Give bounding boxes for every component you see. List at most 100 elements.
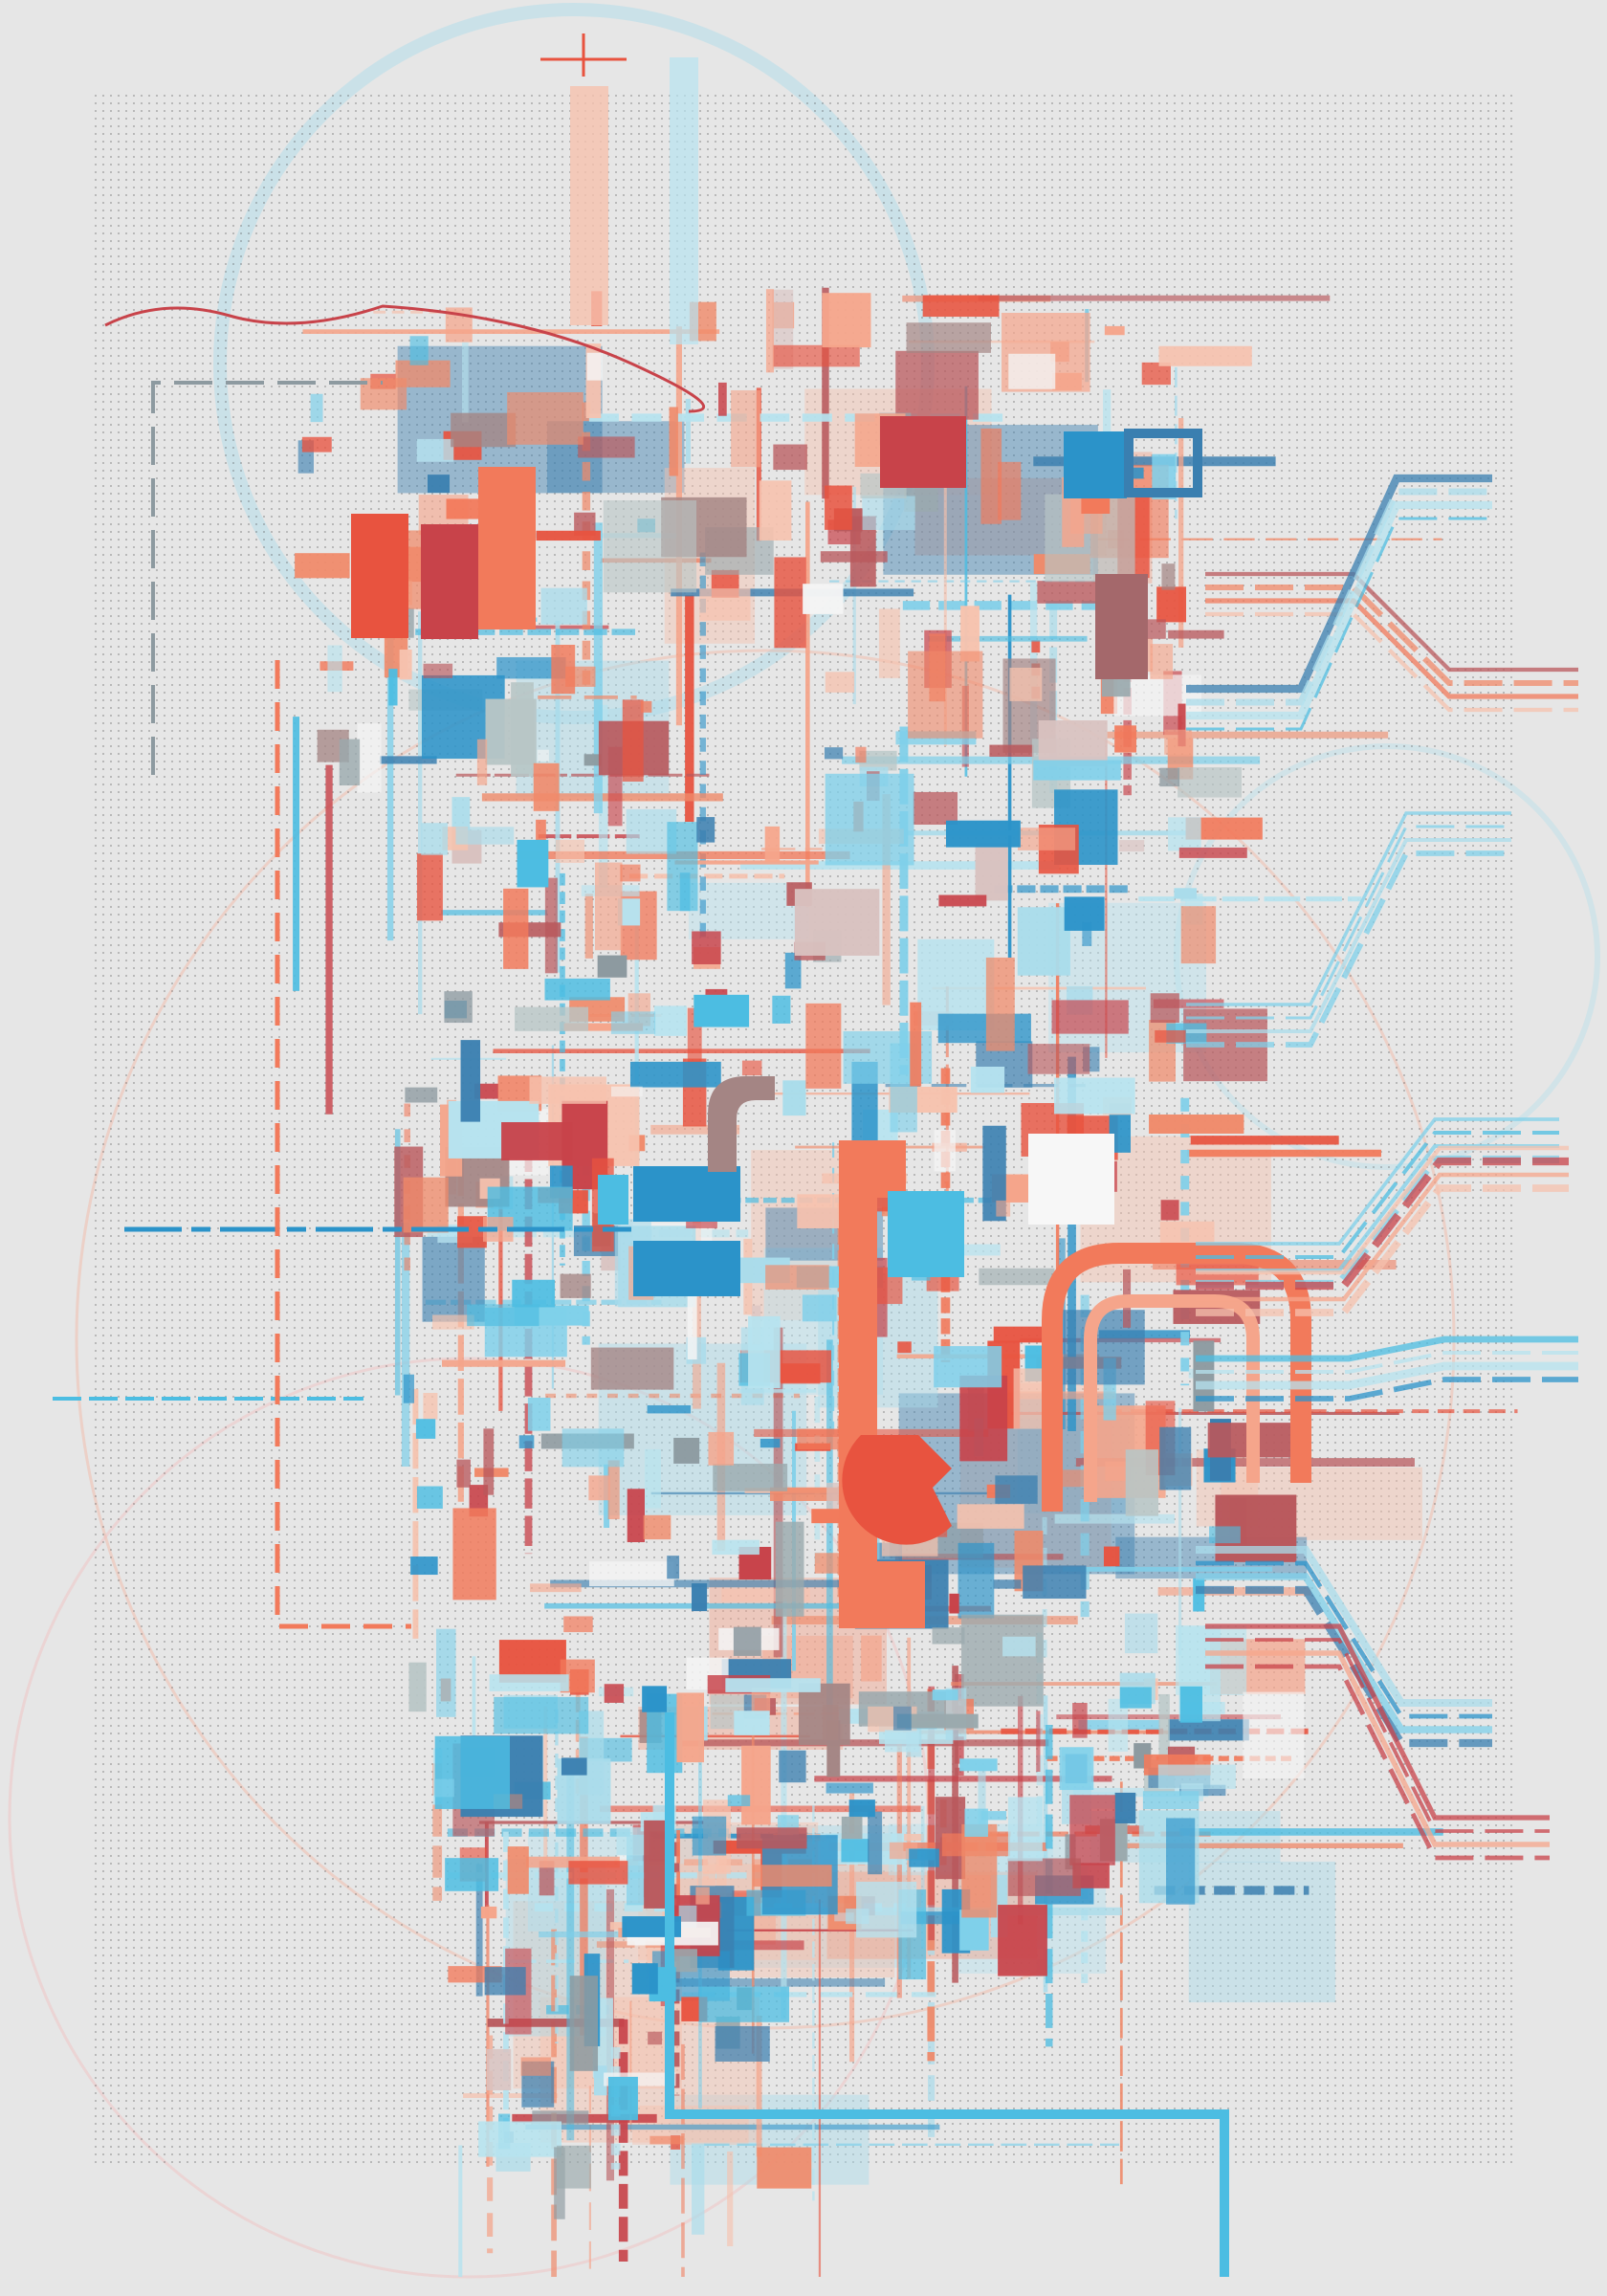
circuit-block [327, 645, 342, 693]
circuit-block [1180, 906, 1217, 964]
circuit-block [416, 438, 454, 462]
circuit-block [922, 295, 1000, 318]
circuit-block [416, 853, 443, 921]
zigzag-trace [1205, 1650, 1550, 1847]
zigzag-trace [1196, 1350, 1578, 1375]
circuit-block [803, 584, 844, 614]
circuit-block [985, 957, 1015, 1051]
circuit-block [1243, 1691, 1305, 1779]
circuit-block [645, 1448, 662, 1509]
circuit-block [460, 1040, 481, 1122]
circuit-block [611, 1086, 643, 1097]
circuit-block [1013, 1368, 1045, 1429]
circuit-block [782, 1080, 806, 1116]
circuit-block [892, 1706, 912, 1731]
circuit-block [784, 952, 802, 989]
circuit-block [423, 663, 453, 678]
zigzag-trace [1186, 837, 1511, 1034]
circuit-block [532, 2110, 589, 2125]
circuit-block [980, 428, 1002, 524]
circuit-block [641, 700, 652, 713]
circuit-block [607, 2076, 638, 2121]
circuit-block [451, 797, 471, 833]
circuit-block [731, 389, 761, 468]
circuit-block [1119, 1687, 1152, 1709]
circuit-block [517, 839, 549, 888]
circuit-block [1166, 1818, 1196, 1905]
circuit-block [512, 1279, 556, 1308]
circuit-block [1159, 767, 1180, 787]
blue-block-center [633, 1241, 740, 1296]
circuit-block [643, 1514, 671, 1540]
circuit-block [1185, 817, 1263, 840]
circuit-block [1002, 1636, 1036, 1657]
circuit-block [979, 1268, 1055, 1286]
circuit-block [622, 699, 644, 782]
circuit-block [868, 1811, 883, 1875]
circuit-block [408, 1662, 427, 1712]
circuit-block [1146, 619, 1166, 639]
circuit-block [527, 1398, 551, 1431]
circuit-block [1158, 1693, 1170, 1770]
circuit-block [932, 1689, 958, 1701]
circuit-block [1168, 817, 1201, 851]
circuit-block [1103, 389, 1112, 432]
circuit-block [648, 2031, 663, 2045]
zigzag-traces-right [1186, 474, 1578, 1861]
circuit-block [692, 1583, 708, 1612]
circuit-block [583, 754, 602, 766]
circuit-block [773, 444, 807, 471]
circuit-block [672, 1949, 697, 1973]
circuit-block [563, 1023, 644, 1031]
circuit-block [474, 1083, 499, 1099]
circuit-block [569, 1976, 599, 2071]
circuit-block [409, 336, 429, 365]
circuit-block [536, 530, 601, 541]
circuit-block [693, 994, 750, 1027]
circuit-block [774, 557, 806, 649]
circuit-block [805, 1003, 842, 1089]
circuit-block [451, 412, 517, 448]
pale-block [1188, 1861, 1336, 2003]
circuit-block [896, 1713, 979, 1729]
white-panel [1028, 1134, 1114, 1225]
circuit-block [511, 682, 534, 777]
circuit-block [757, 2147, 812, 2189]
zigzag-trace [1186, 811, 1511, 1006]
key-shapes-layer [351, 416, 1311, 1628]
circuit-block [679, 872, 691, 912]
blue-block-top-right [1064, 431, 1127, 498]
zigzag-trace [1196, 1157, 1569, 1291]
circuit-block [741, 1745, 771, 1825]
circuit-block [588, 1475, 610, 1501]
circuit-block [1168, 1719, 1249, 1741]
zigzag-trace [1186, 517, 1492, 731]
circuit-block [673, 1437, 700, 1464]
red-block-top-left [421, 524, 478, 639]
circuit-block [895, 350, 979, 420]
circuit-block [428, 475, 451, 494]
circuit-block [604, 1684, 625, 1703]
circuit-block [607, 1460, 620, 1520]
circuit-block [1158, 345, 1252, 366]
circuit-block [975, 842, 1008, 901]
circuit-block [825, 672, 855, 693]
circuit-block [594, 862, 623, 951]
circuit-block [699, 588, 751, 621]
circuit-block [457, 1216, 487, 1248]
circuit-block [794, 889, 880, 956]
circuit-block [416, 1486, 443, 1509]
circuit-block [825, 773, 914, 866]
circuit-block [432, 1314, 474, 1330]
circuit-block [715, 2025, 770, 2062]
gray-elbow [708, 1076, 775, 1172]
circuit-block [597, 955, 627, 978]
blue-top-column [670, 57, 698, 344]
circuit-block [811, 1509, 842, 1524]
circuit-block [878, 608, 900, 678]
circuit-block [1150, 644, 1174, 679]
zigzag-trace [1196, 1560, 1492, 1719]
circuit-block [478, 2121, 562, 2157]
circuit-block [1114, 725, 1137, 753]
